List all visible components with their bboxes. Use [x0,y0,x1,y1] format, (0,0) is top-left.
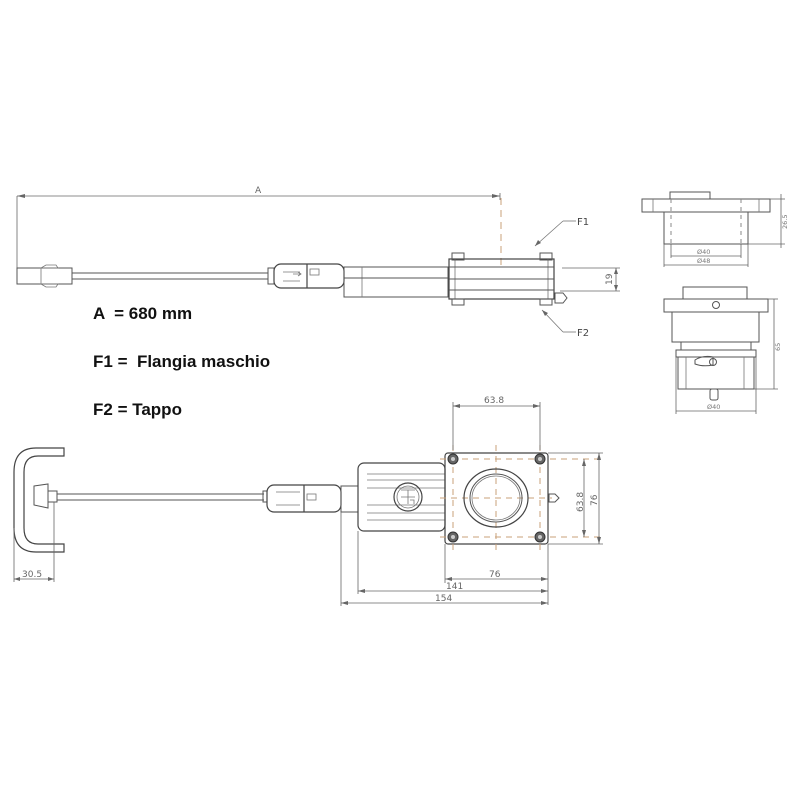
dimension-19: 19 [560,267,620,292]
svg-text:30.5: 30.5 [22,570,42,580]
top-view-dimensions: 63.8 63.8 76 76 141 154 [13,396,603,606]
svg-text:63.8: 63.8 [484,396,504,406]
plug-tip-top [548,493,560,503]
bolt-icon [451,298,465,306]
svg-text:76: 76 [489,570,501,580]
svg-text:Ø40: Ø40 [697,248,710,256]
flange-detail: Ø40 Ø48 26.5 [641,191,789,267]
plug-detail: 65 Ø40 [663,286,782,414]
legend-item-a: A = 680 mm [93,304,193,323]
grip-connector [273,263,345,289]
legend-item-f2: F2 = Tappo [93,400,182,419]
svg-text:65: 65 [774,343,782,351]
legend: A = 680 mm F1 = Flangia maschio F2 = Tap… [93,302,270,446]
svg-text:Ø40: Ø40 [707,403,720,411]
svg-text:26.5: 26.5 [781,215,789,229]
callout-f2: F2 [541,309,589,339]
bolt-icon [539,298,553,306]
svg-text:F2: F2 [577,328,589,339]
legend-item-f1: F1 = Flangia maschio [93,352,271,371]
svg-text:19: 19 [605,273,615,285]
svg-text:F1: F1 [577,217,589,228]
dimension-a-label: A [255,186,262,196]
svg-text:76: 76 [590,494,600,506]
bolt-icon [539,252,553,261]
svg-text:63.8: 63.8 [576,492,586,512]
svg-text:141: 141 [446,582,463,592]
dimension-a: A [16,186,502,268]
plug-tip [554,292,568,304]
side-view-assembly [16,252,568,306]
svg-text:154: 154 [435,594,452,604]
callout-f1: F1 [534,217,589,247]
bolt-icon [451,252,465,261]
svg-text:Ø48: Ø48 [697,257,710,265]
top-view-assembly [13,445,600,555]
t-handle [13,447,65,553]
end-connector [16,267,73,285]
logo-icon [393,482,423,512]
